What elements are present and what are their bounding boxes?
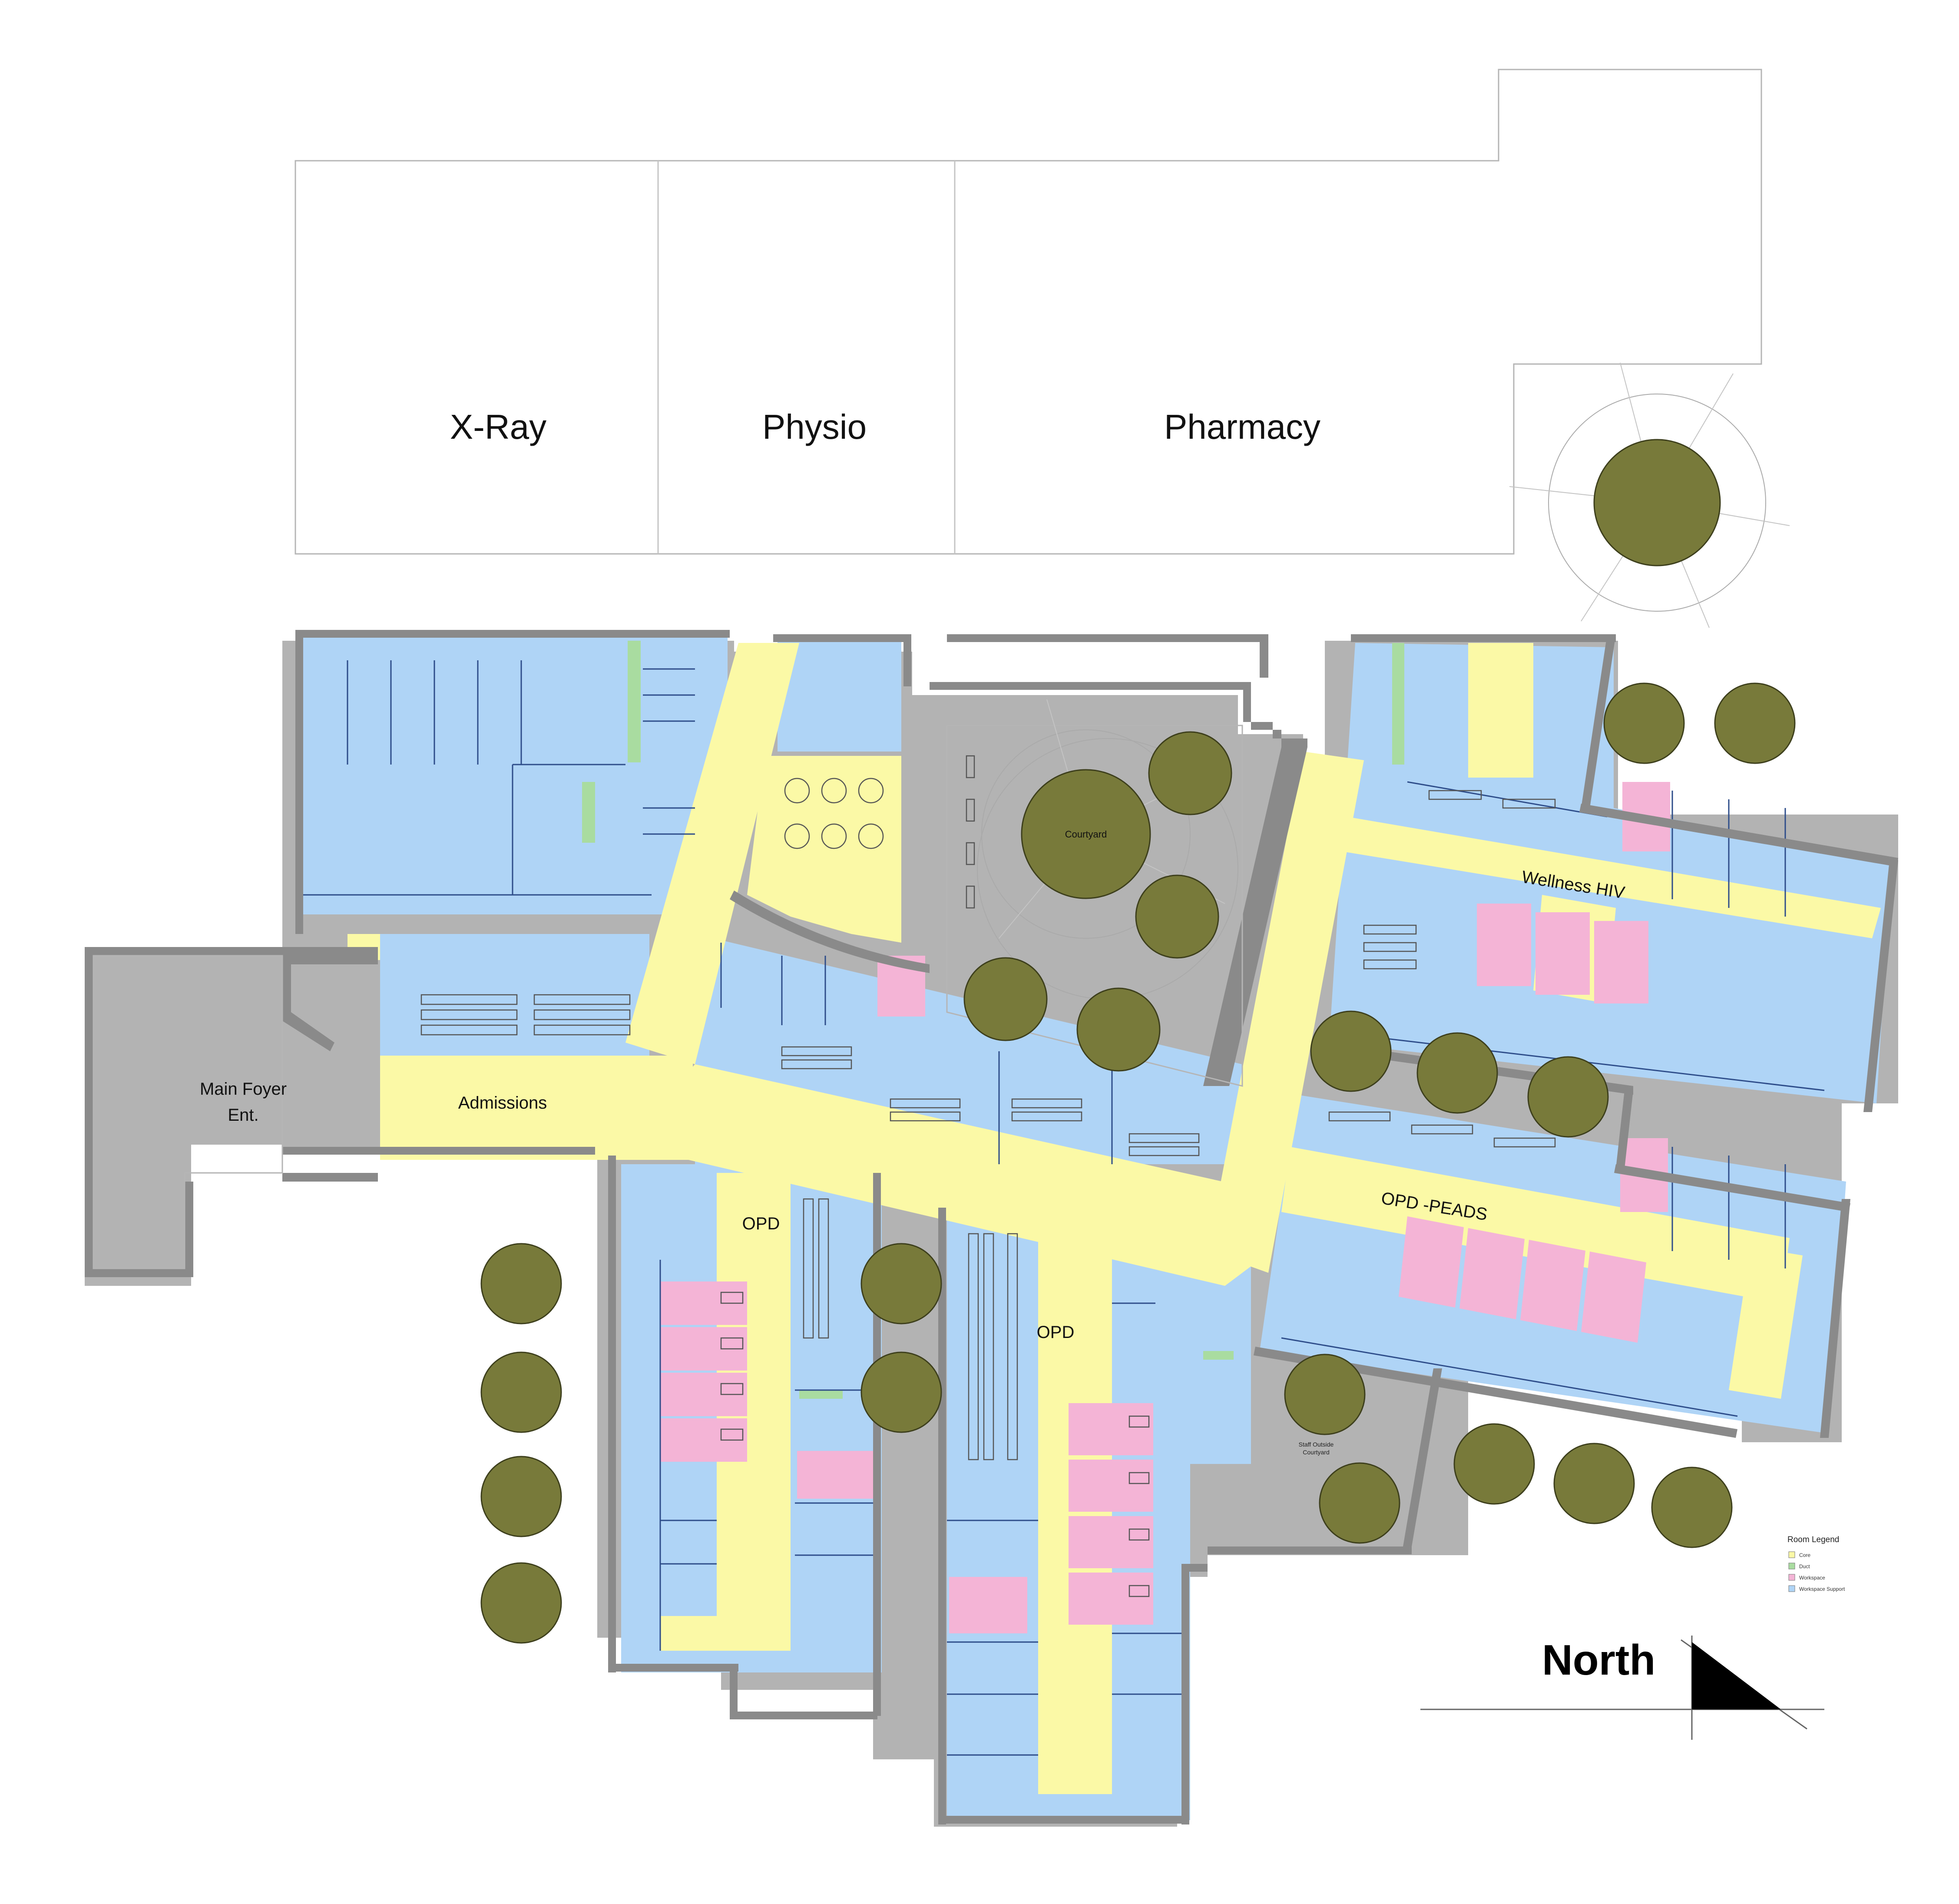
tree bbox=[1310, 1010, 1392, 1092]
legend-item-core: Core bbox=[1788, 1551, 1810, 1558]
tree bbox=[1284, 1354, 1366, 1435]
tree bbox=[480, 1562, 562, 1644]
tree bbox=[1593, 439, 1721, 566]
tree bbox=[860, 1351, 942, 1433]
physio-label: Physio bbox=[762, 407, 867, 446]
room-partitions bbox=[300, 660, 1825, 1756]
xray-label: X-Ray bbox=[450, 407, 546, 446]
north-arrow: North bbox=[1420, 1636, 1824, 1740]
tree bbox=[1319, 1462, 1400, 1544]
tree bbox=[1603, 682, 1685, 764]
main-foyer-label-line1: Main Foyer bbox=[200, 1079, 287, 1099]
north-label: North bbox=[1542, 1636, 1655, 1684]
tree bbox=[963, 957, 1048, 1041]
duct-shafts bbox=[582, 641, 1404, 1399]
tree bbox=[1135, 874, 1219, 959]
tree bbox=[480, 1243, 562, 1325]
tree bbox=[1021, 769, 1151, 899]
legend-label-duct: Duct bbox=[1799, 1563, 1810, 1570]
legend-label-workspace: Workspace bbox=[1799, 1575, 1825, 1581]
tree bbox=[1076, 987, 1161, 1072]
pharmacy-label: Pharmacy bbox=[1164, 407, 1320, 446]
tree bbox=[1416, 1032, 1498, 1114]
north-arrow-icon bbox=[1692, 1642, 1781, 1709]
main-foyer-outline bbox=[93, 955, 283, 1269]
tree bbox=[480, 1351, 562, 1433]
core-corridors bbox=[347, 643, 1881, 1794]
legend-title: Room Legend bbox=[1787, 1535, 1839, 1544]
tree bbox=[1651, 1467, 1733, 1548]
staff-courtyard-label-line2: Courtyard bbox=[1303, 1449, 1329, 1456]
future-wing-outline bbox=[295, 69, 1762, 555]
opd-west-label: OPD bbox=[742, 1214, 780, 1233]
tree bbox=[1148, 731, 1232, 815]
tree bbox=[480, 1456, 562, 1537]
room-legend: Room Legend Core Duct Workspace Workspac… bbox=[1787, 1535, 1845, 1592]
courtyard-label: Courtyard bbox=[1065, 829, 1107, 840]
trees bbox=[480, 682, 1796, 1644]
walls bbox=[282, 630, 1898, 1825]
opd-central-label: OPD bbox=[1037, 1323, 1075, 1342]
legend-item-duct: Duct bbox=[1788, 1563, 1810, 1570]
legend-item-workspace: Workspace bbox=[1788, 1574, 1825, 1581]
legend-item-workspace-support: Workspace Support bbox=[1788, 1585, 1845, 1592]
legend-label-core: Core bbox=[1799, 1552, 1810, 1558]
main-foyer-label-line2: Ent. bbox=[228, 1106, 258, 1125]
staff-courtyard-label-line1: Staff Outside bbox=[1299, 1441, 1334, 1448]
tree bbox=[1527, 1056, 1609, 1138]
legend-label-workspace-support: Workspace Support bbox=[1799, 1586, 1845, 1592]
tree bbox=[1453, 1423, 1535, 1505]
tree bbox=[1553, 1443, 1635, 1524]
admissions-label: Admissions bbox=[458, 1093, 547, 1113]
future-wing: X-Ray Physio Pharmacy bbox=[295, 69, 1762, 555]
furniture bbox=[420, 778, 1556, 1597]
tree bbox=[860, 1243, 942, 1325]
workspace-rooms bbox=[660, 782, 1670, 1633]
main-foyer: Main Foyer Ent. bbox=[85, 947, 378, 1277]
tree bbox=[1714, 682, 1796, 764]
feature-tree-northeast bbox=[1509, 362, 1790, 628]
